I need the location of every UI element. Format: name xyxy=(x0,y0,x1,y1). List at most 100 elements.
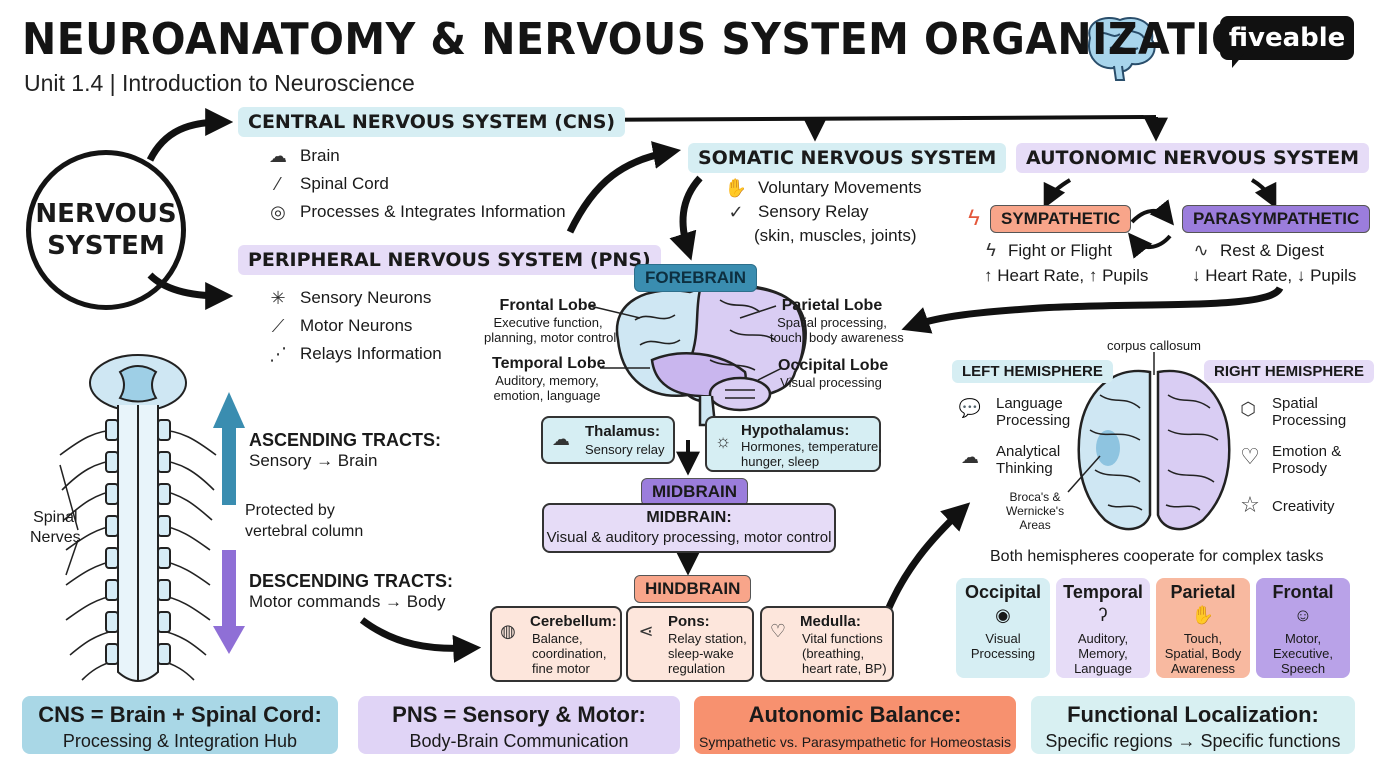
hand-icon: ✋ xyxy=(724,178,748,198)
parietal-lobe-label: Parietal Lobe Spatial processing, touch,… xyxy=(770,297,904,345)
descending-arrow-shape xyxy=(213,550,245,654)
spine-icon: ⁄ xyxy=(276,174,280,194)
arrow-pns-to-somatic xyxy=(566,141,682,234)
cns-header: CENTRAL NERVOUS SYSTEM (CNS) xyxy=(238,107,626,137)
arrow-medulla-to-hemispheres xyxy=(884,502,971,612)
thalamus-box: ☁ Thalamus: Sensory relay xyxy=(541,416,675,464)
parasympathetic-list: ∿Rest & Digest ↓ Heart Rate, ↓ Pupils xyxy=(1192,240,1357,285)
arrow-to-sympathetic xyxy=(1043,178,1072,209)
brain-icon: ☁ xyxy=(961,446,979,467)
frontal-lobe-label: Frontal Lobe Executive function, plannin… xyxy=(484,297,617,345)
cerebellum-icon: ◍ xyxy=(500,620,516,641)
arrow-somatic-to-forebrain xyxy=(669,175,703,261)
hindbrain-label: HINDBRAIN xyxy=(634,575,752,603)
hand-icon: ✋ xyxy=(1191,605,1215,625)
heart-icon: ♡ xyxy=(1240,444,1260,469)
neuron-icon: ✳ xyxy=(270,288,286,308)
arrow-to-parasympathetic xyxy=(1250,178,1277,209)
occipital-lobe-label: Occipital Lobe Visual processing xyxy=(778,357,889,390)
somatic-item-voluntary: Voluntary Movements xyxy=(758,178,922,197)
right-item-emotion: Emotion &Prosody xyxy=(1272,443,1342,477)
logo-tail xyxy=(1232,54,1244,68)
network-icon: ⋰ xyxy=(269,344,287,364)
somatic-item-sensory-detail: (skin, muscles, joints) xyxy=(754,226,917,245)
ns-line1: NERVOUS xyxy=(35,199,177,229)
lightning-icon: ϟ xyxy=(968,205,980,230)
ear-icon: ʔ xyxy=(1098,605,1108,625)
spinal-cord-drawing xyxy=(59,354,217,682)
lobe-card-frontal: Frontal ☺ Motor,Executive,Speech xyxy=(1256,578,1350,678)
lobe-pointer-lines xyxy=(589,305,783,381)
muscle-icon: ⟋ xyxy=(271,316,285,336)
protected-note: Protected by vertebral column xyxy=(245,502,364,540)
ns-line2: SYSTEM xyxy=(47,231,165,261)
right-item-creativity: Creativity xyxy=(1272,498,1335,515)
share-icon: ⋖ xyxy=(638,620,654,641)
list-item: ☁Brain xyxy=(266,142,566,170)
somatic-item-sensory: Sensory Relay xyxy=(758,202,869,221)
head-icon: ☺ xyxy=(1293,605,1313,625)
cube-icon: ⬡ xyxy=(1240,398,1256,419)
lobe-card-temporal: Temporal ʔ Auditory,Memory,Language xyxy=(1056,578,1150,678)
check-icon: ✓ xyxy=(728,202,744,222)
arrow-exchange-top xyxy=(1130,199,1175,226)
list-item: ⁄Spinal Cord xyxy=(266,170,566,198)
medulla-box: ♡ Medulla: Vital functions (breathing, h… xyxy=(760,606,894,682)
pns-list: ✳Sensory Neurons ⟋Motor Neurons ⋰Relays … xyxy=(266,284,442,368)
forebrain-label: FOREBRAIN xyxy=(634,264,758,292)
sun-icon: ☼ xyxy=(714,430,732,451)
pns-header: PERIPHERAL NERVOUS SYSTEM (PNS) xyxy=(238,245,661,275)
left-hemisphere-label: LEFT HEMISPHERE xyxy=(952,360,1113,383)
footer-cns: CNS = Brain + Spinal Cord: Processing & … xyxy=(22,696,338,754)
list-item: ⋰Relays Information xyxy=(266,340,442,368)
right-hemisphere-label: RIGHT HEMISPHERE xyxy=(1204,360,1375,383)
cns-list: ☁Brain ⁄Spinal Cord ◎Processes & Integra… xyxy=(266,142,566,226)
sympathetic-label: SYMPATHETIC xyxy=(990,205,1132,233)
arrow-cns-line xyxy=(554,115,1157,122)
eye-icon: ◉ xyxy=(995,605,1011,625)
list-item: ✳Sensory Neurons xyxy=(266,284,442,312)
heart-icon: ♡ xyxy=(769,620,787,641)
target-icon: ◎ xyxy=(270,202,286,222)
page-subtitle: Unit 1.4 | Introduction to Neuroscience xyxy=(24,70,415,96)
autonomic-header: AUTONOMIC NERVOUS SYSTEM xyxy=(1016,143,1369,173)
list-item: ⟋Motor Neurons xyxy=(266,312,442,340)
pons-box: ⋖ Pons: Relay station, sleep-wake regula… xyxy=(626,606,754,682)
arrow-descending-to-hindbrain xyxy=(359,617,482,663)
brain-icon: ☁ xyxy=(269,146,287,166)
somatic-list: ✋ Voluntary Movements ✓ Sensory Relay (ski… xyxy=(724,176,922,248)
cerebellum-box: ◍ Cerebellum: Balance, coordination, fin… xyxy=(490,606,622,682)
temporal-lobe-label: Temporal Lobe Auditory, memory, emotion,… xyxy=(492,355,606,403)
ascending-tracts: ASCENDING TRACTS: Sensory → Brain xyxy=(249,430,441,470)
speech-bubble-icon: 💬 xyxy=(958,397,982,418)
page-title: NEUROANATOMY & NERVOUS SYSTEM ORGANIZATI… xyxy=(22,14,1281,65)
spinal-nerves-label: Spinal Nerves xyxy=(30,509,81,546)
cooperate-note: Both hemispheres cooperate for complex t… xyxy=(990,548,1324,565)
star-icon: ☆ xyxy=(1240,492,1260,517)
footer-pns: PNS = Sensory & Motor: Body-Brain Commun… xyxy=(358,696,680,754)
arrow-autonomic-to-brain xyxy=(901,285,1284,334)
corpus-callosum-label: corpus callosum xyxy=(1107,338,1201,353)
footer-autonomic: Autonomic Balance: Sympathetic vs. Paras… xyxy=(694,696,1016,754)
midbrain-box: MIDBRAIN: Visual & auditory processing, … xyxy=(542,503,836,553)
fiveable-logo[interactable]: fiveable xyxy=(1220,16,1354,60)
arrow-ns-to-cns xyxy=(146,108,234,162)
parasympathetic-label: PARASYMPATHETIC xyxy=(1182,205,1371,233)
hypothalamus-box: ☼ Hypothalamus: Hormones, temperature, h… xyxy=(705,416,882,472)
ascending-arrow-shape xyxy=(213,392,245,505)
descending-tracts: DESCENDING TRACTS: Motor commands → Body xyxy=(249,571,454,611)
heartbeat-icon: ∿ xyxy=(1193,240,1209,260)
somatic-header: SOMATIC NERVOUS SYSTEM xyxy=(688,143,1007,173)
midbrain-label: MIDBRAIN xyxy=(641,478,748,506)
list-item: ◎Processes & Integrates Information xyxy=(266,198,565,226)
bolt-icon: ϟ xyxy=(986,240,996,260)
brain-icon: ☁ xyxy=(552,428,570,449)
